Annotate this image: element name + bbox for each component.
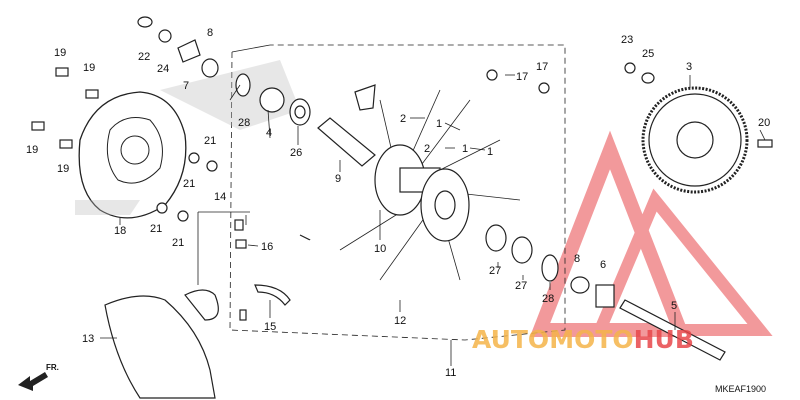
assembly-frame bbox=[229, 44, 566, 341]
callout-22: 22 bbox=[138, 51, 150, 63]
watermark-moto: MOTO bbox=[549, 325, 633, 354]
leader-lines bbox=[100, 74, 766, 366]
callout-13: 13 bbox=[82, 333, 94, 345]
callout-15: 15 bbox=[264, 321, 276, 333]
callout-2: 2 bbox=[400, 113, 406, 125]
callout-16: 16 bbox=[261, 241, 273, 253]
callout-9: 9 bbox=[335, 173, 341, 185]
callout-10: 10 bbox=[374, 243, 386, 255]
callout-3: 3 bbox=[686, 61, 692, 73]
callout-20: 20 bbox=[758, 117, 770, 129]
callout-8: 8 bbox=[574, 253, 580, 265]
callout-1: 1 bbox=[487, 146, 493, 158]
bolts bbox=[31, 67, 773, 149]
callout-2: 2 bbox=[424, 143, 430, 155]
axle-shaft bbox=[570, 276, 726, 361]
callout-17: 17 bbox=[516, 71, 528, 83]
callout-19: 19 bbox=[57, 163, 69, 175]
tire bbox=[104, 284, 291, 399]
callout-26: 26 bbox=[290, 147, 302, 159]
watermark-hub: HUB bbox=[634, 325, 694, 354]
callout-19: 19 bbox=[54, 47, 66, 59]
callout-24: 24 bbox=[157, 63, 169, 75]
small-parts-top bbox=[137, 16, 550, 94]
watermark-text: AUTOMOTOHUB bbox=[472, 325, 694, 354]
callout-14: 14 bbox=[214, 191, 226, 203]
callout-17: 17 bbox=[536, 61, 548, 73]
svg-text:AUTOMOTOHUB: AUTOMOTOHUB bbox=[472, 325, 694, 354]
nuts bbox=[156, 152, 218, 222]
callout-19: 19 bbox=[26, 144, 38, 156]
callout-12: 12 bbox=[394, 315, 406, 327]
brake-disc bbox=[78, 91, 187, 219]
axle-sleeve bbox=[317, 117, 376, 167]
callout-27: 27 bbox=[489, 265, 501, 277]
callout-27: 27 bbox=[515, 280, 527, 292]
callout-11: 11 bbox=[445, 367, 456, 379]
callout-8: 8 bbox=[207, 27, 213, 39]
bearings bbox=[235, 73, 559, 282]
callout-21: 21 bbox=[204, 135, 216, 147]
stipple-shading bbox=[75, 60, 300, 215]
callout-numbers: 1 1 1 2 2 3 4 5 6 7 8 8 9 10 11 12 13 14… bbox=[26, 27, 770, 379]
callout-21: 21 bbox=[150, 223, 162, 235]
front-direction-arrow-icon: FR. bbox=[18, 363, 59, 391]
callout-28: 28 bbox=[542, 293, 554, 305]
callout-21: 21 bbox=[183, 178, 195, 190]
callout-4: 4 bbox=[266, 127, 272, 139]
callout-6: 6 bbox=[600, 259, 606, 271]
wheel-hub bbox=[374, 144, 470, 242]
direction-label: FR. bbox=[46, 363, 59, 372]
sprocket bbox=[624, 62, 749, 194]
callout-19: 19 bbox=[83, 62, 95, 74]
callout-25: 25 bbox=[642, 48, 654, 60]
callout-23: 23 bbox=[621, 34, 633, 46]
callout-28: 28 bbox=[238, 117, 250, 129]
callout-1: 1 bbox=[436, 118, 442, 130]
diagram-code: MKEAF1900 bbox=[715, 384, 766, 394]
callout-5: 5 bbox=[671, 300, 677, 312]
watermark-auto: AUTO bbox=[472, 325, 549, 354]
callout-7: 7 bbox=[183, 80, 189, 92]
callout-1: 1 bbox=[462, 143, 468, 155]
callout-21: 21 bbox=[172, 237, 184, 249]
callout-18: 18 bbox=[114, 225, 126, 237]
valve bbox=[234, 219, 247, 321]
